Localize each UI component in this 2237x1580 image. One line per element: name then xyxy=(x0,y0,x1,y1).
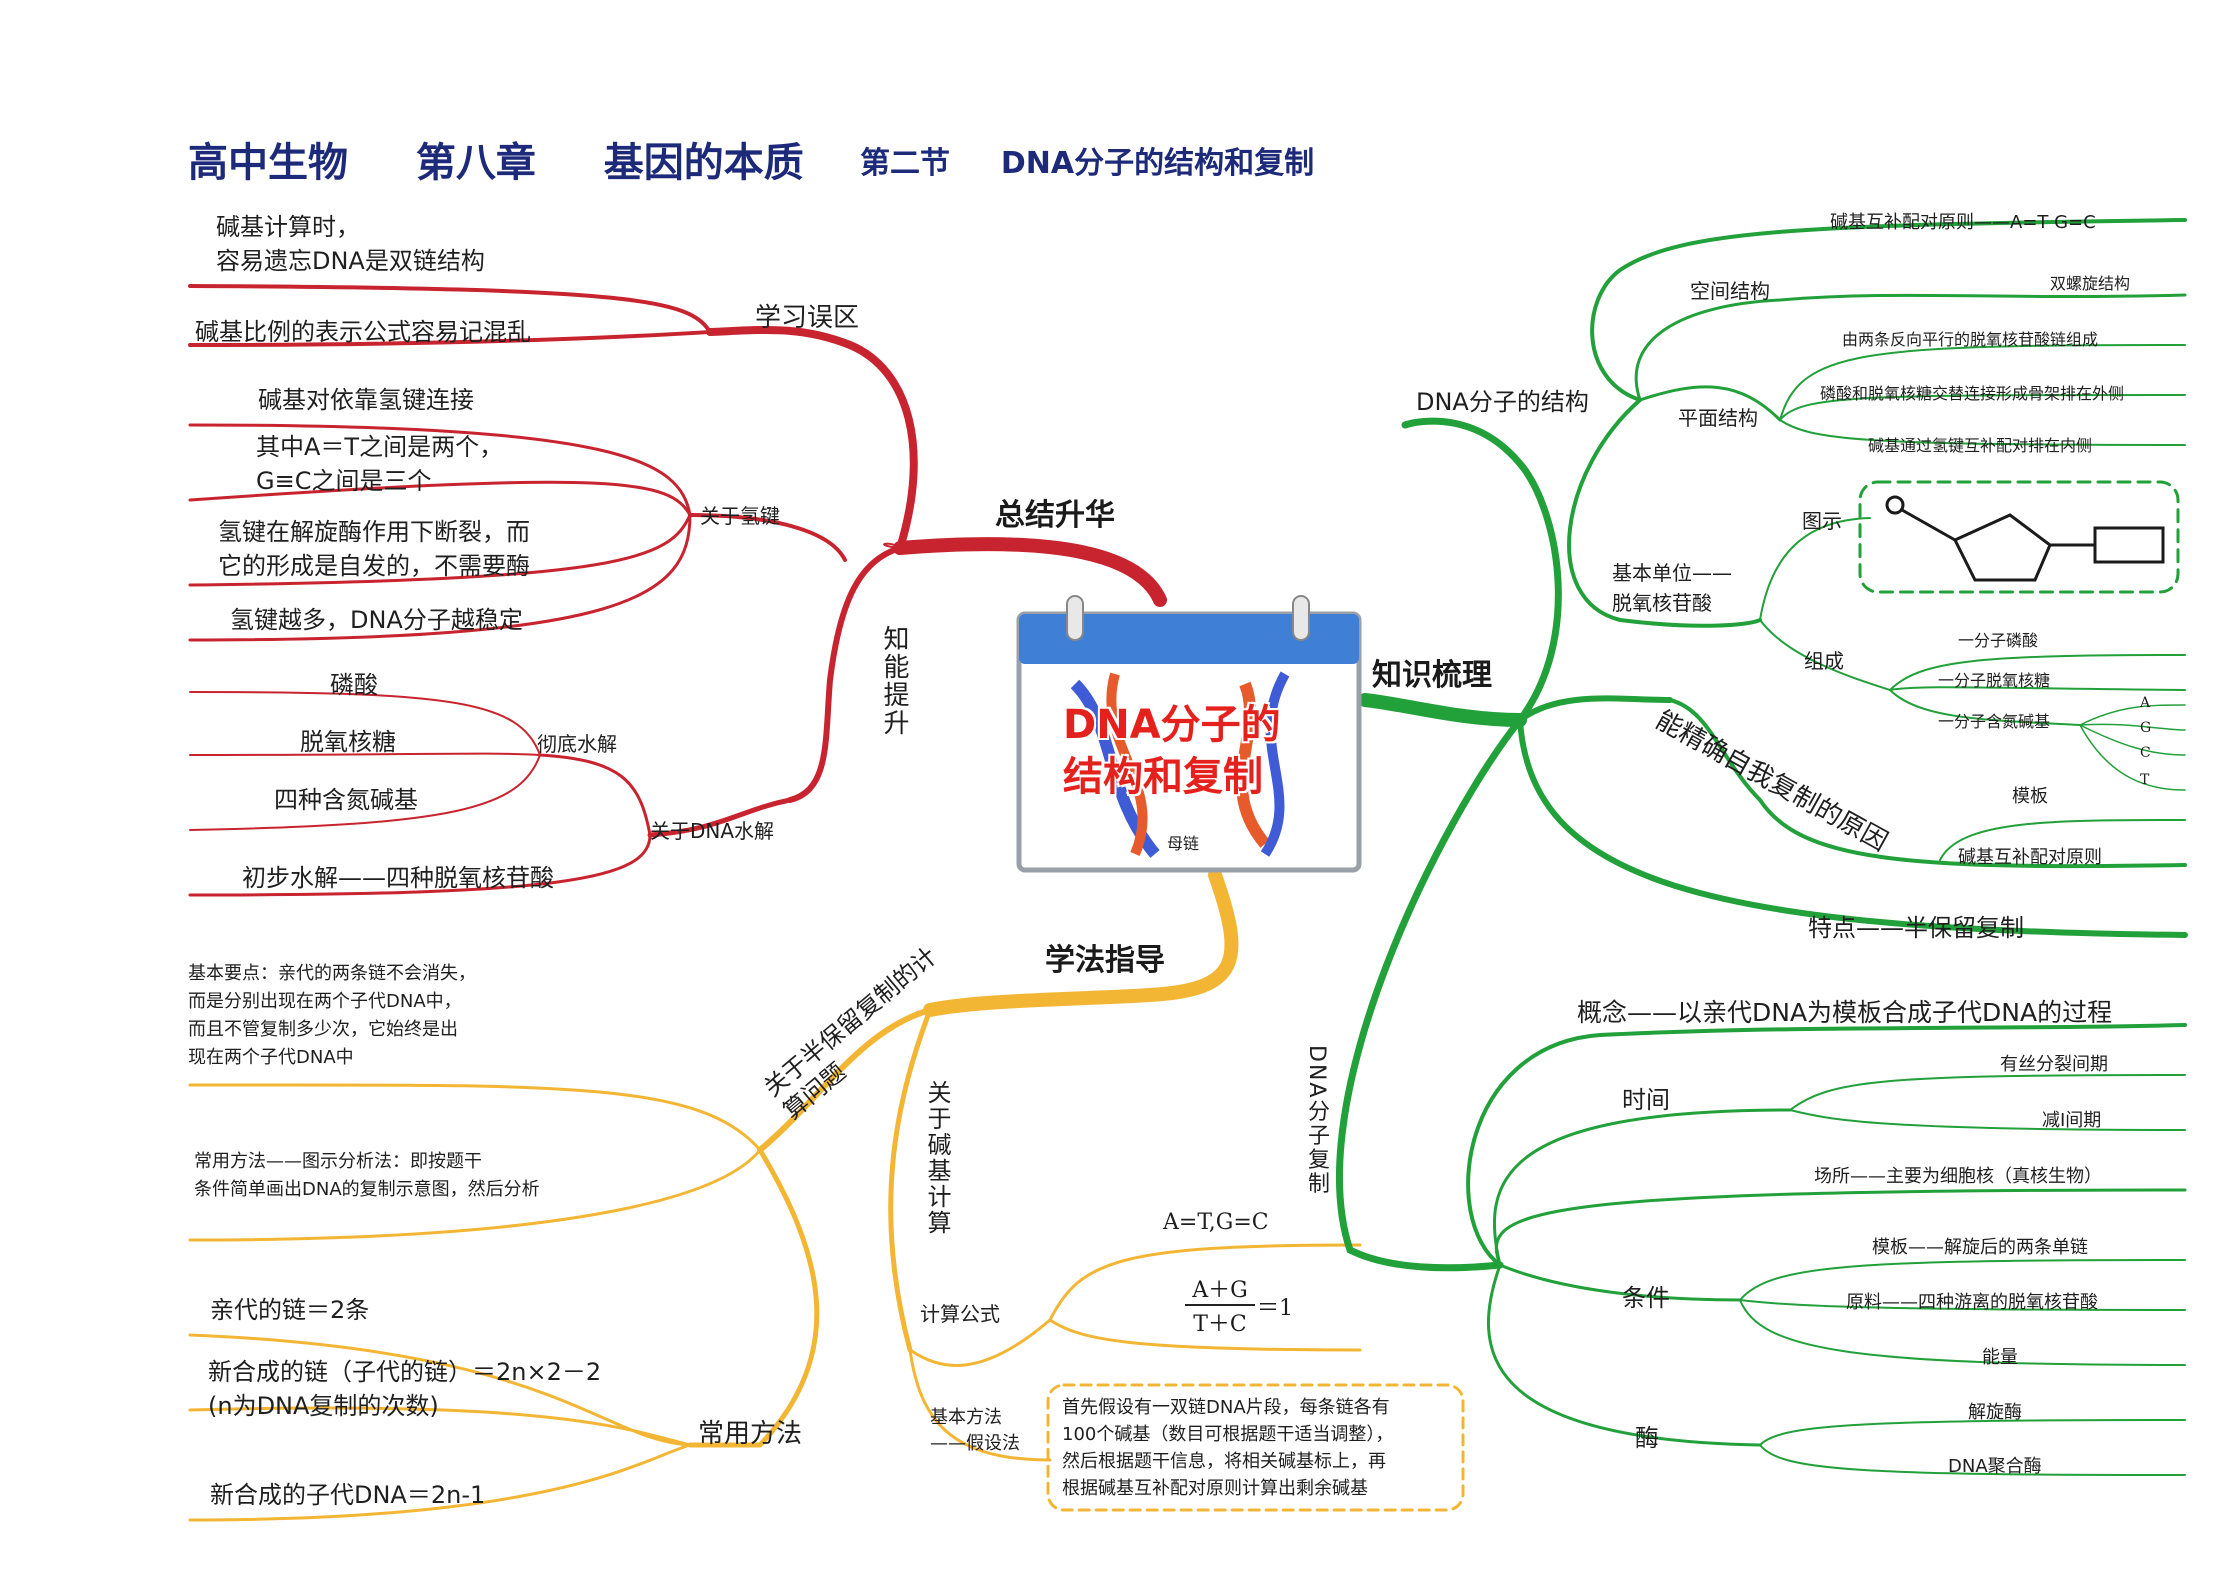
yellow-main-label: 学法指导 xyxy=(1045,943,1165,978)
base-C: C xyxy=(2140,745,2151,761)
base-G: G xyxy=(2140,720,2152,736)
enzyme-item-1: 解旋酶 xyxy=(1968,1402,2022,1423)
hydrolysis-item-1: 磷酸 xyxy=(330,671,378,699)
common-method-label: 常用方法 xyxy=(698,1419,803,1449)
hydrolysis-item-3: 四种含氮碱基 xyxy=(274,786,418,814)
structure-label: DNA分子的结构 xyxy=(1416,388,1589,416)
time-label: 时间 xyxy=(1622,1086,1670,1114)
enzyme-item-2: DNA聚合酶 xyxy=(1948,1456,2042,1477)
spatial-label: 空间结构 xyxy=(1690,279,1770,303)
mistake-item-1: 碱基计算时， 容易遗忘DNA是双链结构 xyxy=(216,213,485,275)
red-main-branch xyxy=(893,537,1167,607)
planar-item-2: 磷酸和脱氧核糖交替连接形成骨架排在外侧 xyxy=(1820,384,2125,403)
page-title: 高中生物 第八章 基因的本质 xyxy=(188,130,804,188)
diagram-label: 图示 xyxy=(1802,509,1842,533)
feature-label: 特点——半保留复制 xyxy=(1808,914,2024,942)
pairing-rule: 碱基互补配对原则——A=T G=C xyxy=(1830,212,2096,233)
yellow-branch-base-calc xyxy=(888,1007,933,1353)
hbond-item-2: 其中A＝T之间是两个， G≡C之间是三个 xyxy=(256,433,504,495)
condition-item-1: 模板——解旋后的两条单链 xyxy=(1872,1237,2088,1258)
replication-place: 场所——主要为细胞核（真核生物） xyxy=(1814,1166,2102,1187)
common-item-1: 亲代的链＝2条 xyxy=(210,1296,370,1324)
green-main-branch xyxy=(1358,693,1527,727)
red-branch-hbond xyxy=(688,513,847,562)
red-branch-zhineng xyxy=(787,545,903,803)
time-item-1: 有丝分裂间期 xyxy=(2000,1054,2108,1075)
composition-label: 组成 xyxy=(1804,649,1844,673)
unit-label: 基本单位—— 脱氧核苷酸 xyxy=(1612,561,1732,615)
formula-eq1: A=T,G=C xyxy=(1163,1210,1269,1235)
title-section: 第二节 xyxy=(860,146,950,181)
formula-numerator: A＋G xyxy=(1185,1272,1255,1306)
complete-hydrolysis-label: 彻底水解 xyxy=(537,732,617,756)
mistakes-label: 学习误区 xyxy=(755,303,860,333)
assume-label: 基本方法 ——假设法 xyxy=(930,1407,1020,1454)
planar-label: 平面结构 xyxy=(1678,406,1758,430)
spatial-item: 双螺旋结构 xyxy=(2050,274,2131,293)
enzyme-label: 酶 xyxy=(1635,1424,1659,1452)
green-main-label: 知识梳理 xyxy=(1372,658,1492,693)
hbond-item-3: 氢键在解旋酶作用下断裂，而 它的形成是自发的，不需要酶 xyxy=(218,518,530,580)
formula-rhs: ＝1 xyxy=(1257,1296,1293,1321)
nucleotide-structure-drawing xyxy=(1885,495,2165,582)
assume-text: 首先假设有一双链DNA片段，每条链各有 100个碱基（数目可根据题干适当调整），… xyxy=(1062,1397,1394,1499)
title-chapter: 第八章 xyxy=(415,140,536,186)
hbond-item-1: 碱基对依靠氢键连接 xyxy=(258,386,474,414)
hydrolysis-label: 关于DNA水解 xyxy=(650,819,775,843)
base-calc-label: 关于碱基计算 xyxy=(923,1080,951,1236)
hydrolysis-item-2: 脱氧核糖 xyxy=(300,728,396,756)
central-topic-line1: DNA分子的 xyxy=(1063,702,1281,748)
section-title: 第二节 DNA分子的结构和复制 xyxy=(860,138,1314,182)
condition-item-3: 能量 xyxy=(1982,1347,2018,1368)
red-branch-mistakes xyxy=(706,325,918,552)
reason-item-1: 模板 xyxy=(2012,786,2048,807)
replication-label: DNA分子复制 xyxy=(1304,1045,1329,1196)
condition-item-2: 原料——四种游离的脱氧核苷酸 xyxy=(1846,1292,2098,1313)
red-branch-hydrolysis xyxy=(647,797,793,838)
yellow-branch-semi xyxy=(757,1007,933,1153)
central-strand-label: 母链 xyxy=(1167,834,1200,853)
base-T: T xyxy=(2140,772,2150,788)
title-subject: 高中生物 xyxy=(188,140,348,186)
nucleotide-diagram-box xyxy=(1858,480,2180,594)
common-item-3: 新合成的子代DNA＝2n-1 xyxy=(210,1481,486,1509)
formula-denominator: T＋C xyxy=(1193,1312,1247,1337)
planar-item-3: 碱基通过氢键互补配对排在内侧 xyxy=(1868,436,2093,455)
central-topic-line2: 结构和复制 xyxy=(1063,754,1263,800)
condition-label: 条件 xyxy=(1622,1284,1670,1312)
reason-item-2: 碱基互补配对原则 xyxy=(1958,847,2102,868)
time-item-2: 减Ⅰ间期 xyxy=(2042,1110,2102,1131)
title-section-name: DNA分子的结构和复制 xyxy=(1000,146,1315,181)
calendar-icon xyxy=(1016,595,1362,873)
formula-fraction: A＋G T＋C xyxy=(1185,1272,1255,1338)
base-A: A xyxy=(2140,695,2151,711)
semi-point: 基本要点：亲代的两条链不会消失， 而是分别出现在两个子代DNA中， 而且不管复制… xyxy=(188,963,476,1068)
hbond-label: 关于氢键 xyxy=(700,504,780,528)
planar-item-1: 由两条反向平行的脱氧核苷酸链组成 xyxy=(1842,330,2099,349)
semi-method: 常用方法——图示分析法：即按题干 条件简单画出DNA的复制示意图，然后分析 xyxy=(194,1151,540,1200)
central-topic: DNA分子的 结构和复制 母链 xyxy=(1015,594,1363,874)
red-zhineng-label: 知能提升 xyxy=(879,625,909,737)
initial-hydrolysis: 初步水解——四种脱氧核苷酸 xyxy=(242,864,554,892)
common-item-2: 新合成的链（子代的链）＝2n×2－2 (n为DNA复制的次数) xyxy=(208,1358,602,1420)
composition-item-3: 一分子含氮碱基 xyxy=(1938,712,2051,731)
formula-label: 计算公式 xyxy=(920,1302,1000,1326)
title-chapter-name: 基因的本质 xyxy=(603,140,804,186)
replication-concept: 概念——以亲代DNA为模板合成子代DNA的过程 xyxy=(1577,998,2113,1027)
red-main-label: 总结升华 xyxy=(995,498,1115,533)
composition-item-1: 一分子磷酸 xyxy=(1958,631,2039,650)
yellow-main-branch xyxy=(923,868,1239,1017)
assume-method-box xyxy=(1046,1383,1465,1512)
mistake-item-2: 碱基比例的表示公式容易记混乱 xyxy=(195,318,531,346)
composition-item-2: 一分子脱氧核糖 xyxy=(1938,671,2051,690)
hbond-item-4: 氢键越多，DNA分子越稳定 xyxy=(230,606,523,634)
